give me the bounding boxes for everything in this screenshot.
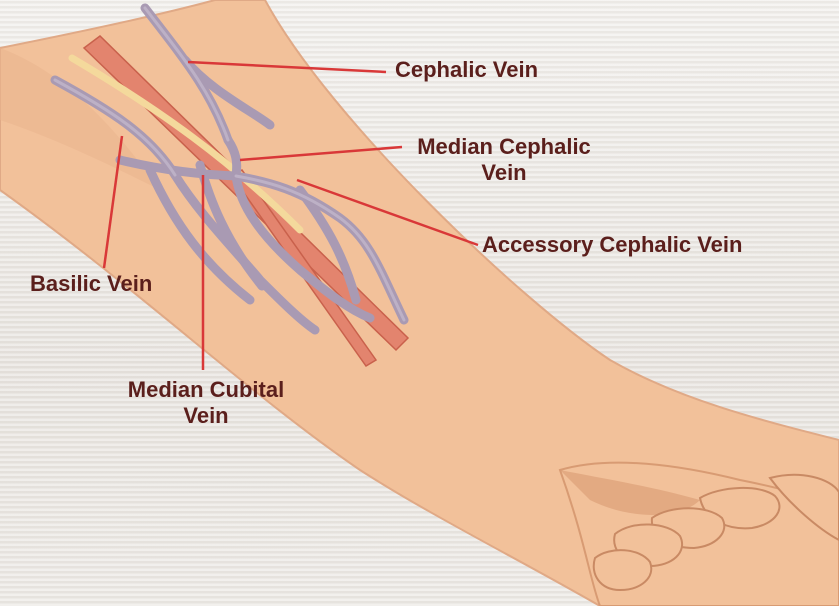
finger-4	[594, 550, 652, 590]
label-accessory-cephalic-vein: Accessory Cephalic Vein	[482, 232, 742, 258]
label-basilic-vein: Basilic Vein	[30, 271, 152, 297]
label-cephalic-vein: Cephalic Vein	[395, 57, 538, 83]
label-median-cephalic-vein-line1: Median Cephalic	[404, 134, 604, 160]
label-median-cephalic-vein-line2: Vein	[404, 160, 604, 186]
label-median-cubital-vein-line2: Vein	[112, 403, 300, 429]
label-median-cubital-vein-line1: Median Cubital	[112, 377, 300, 403]
label-median-cephalic-vein: Median Cephalic Vein	[404, 134, 604, 186]
label-median-cubital-vein: Median Cubital Vein	[112, 377, 300, 429]
